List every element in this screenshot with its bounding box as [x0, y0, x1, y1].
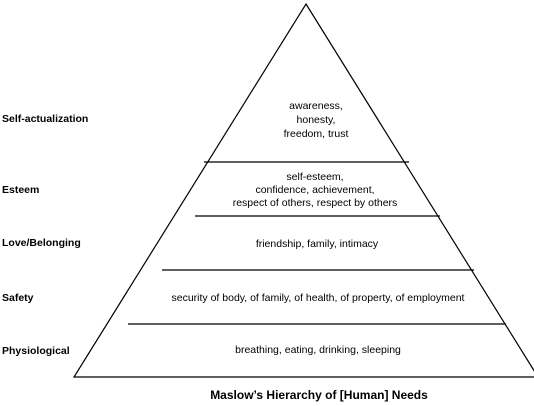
tier-self-actualization-line-1: awareness,: [289, 100, 343, 112]
tier-physiological: breathing, eating, drinking, sleeping: [235, 344, 401, 356]
tier-safety: security of body, of family, of health, …: [172, 292, 465, 304]
level-label-love-belonging: Love/Belonging: [2, 237, 81, 249]
tier-safety-line-1: security of body, of family, of health, …: [172, 292, 465, 304]
tier-esteem-line-1: self-esteem,: [286, 171, 343, 183]
level-label-physiological: Physiological: [2, 345, 70, 357]
pyramid-outline: [72, 2, 534, 378]
tier-love-belonging-line-1: friendship, family, intimacy: [256, 238, 379, 250]
tier-self-actualization-line-2: honesty,: [297, 114, 336, 126]
tier-esteem: self-esteem, confidence, achievement, re…: [233, 171, 398, 209]
tier-love-belonging: friendship, family, intimacy: [256, 238, 379, 250]
tier-self-actualization-line-3: freedom, trust: [284, 128, 349, 140]
diagram-caption: Maslow’s Hierarchy of [Human] Needs: [210, 388, 428, 402]
tier-self-actualization: awareness, honesty, freedom, trust: [284, 100, 349, 140]
level-label-self-actualization: Self-actualization: [2, 113, 88, 125]
tier-esteem-line-2: confidence, achievement,: [255, 184, 374, 196]
tier-esteem-line-3: respect of others, respect by others: [233, 197, 398, 209]
level-label-safety: Safety: [2, 292, 34, 304]
level-label-esteem: Esteem: [2, 184, 39, 196]
tier-physiological-line-1: breathing, eating, drinking, sleeping: [235, 344, 401, 356]
